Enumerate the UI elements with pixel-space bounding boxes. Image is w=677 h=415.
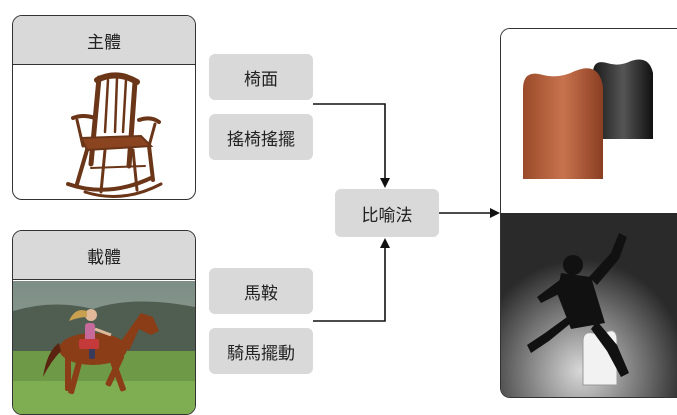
vehicle-feature-saddle: 馬鞍 (209, 268, 313, 314)
vehicle-to-method-arrow (313, 238, 390, 322)
subject-to-method-arrow (313, 103, 390, 188)
subject-card: 主體 (12, 15, 196, 200)
vehicle-title: 載體 (13, 231, 195, 280)
subject-feature-seat: 椅面 (209, 54, 313, 100)
subject-title: 主體 (13, 16, 195, 65)
vehicle-feature-riding: 騎馬擺動 (209, 328, 313, 374)
subject-feature-rocking: 搖椅搖擺 (209, 114, 313, 160)
method-box: 比喻法 (335, 189, 439, 237)
rocking-chair-image (13, 66, 195, 199)
saddle-stool-products-image (501, 29, 677, 213)
result-card (500, 28, 677, 398)
man-riding-stool-photo (501, 213, 677, 397)
